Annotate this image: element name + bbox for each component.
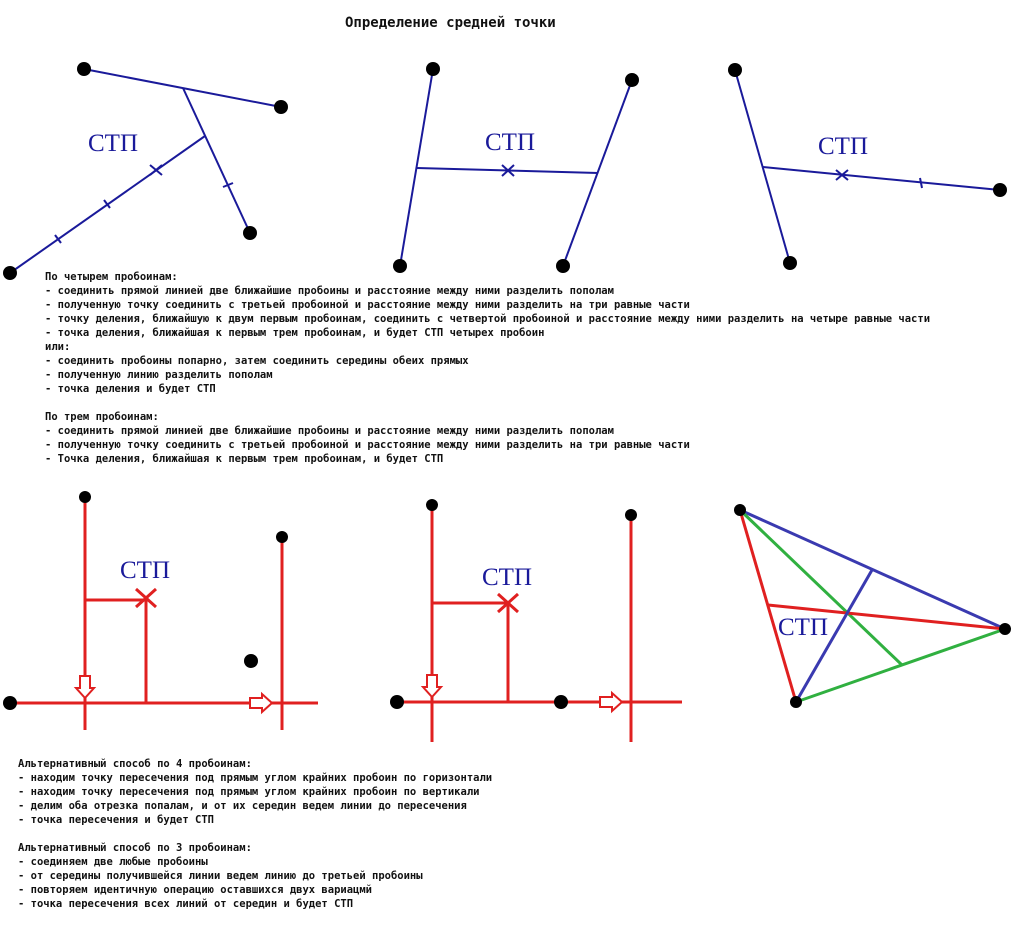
text-line: - находим точку пересечения под прямым у… xyxy=(18,772,492,784)
hole-dot xyxy=(790,696,802,708)
stp-label: СТП xyxy=(482,564,532,591)
construction-line xyxy=(835,169,849,181)
stp-mark-icon xyxy=(496,592,520,614)
text-line: - от середины получившейся линии ведем л… xyxy=(18,870,423,882)
construction-line xyxy=(399,68,434,267)
diagram-alt-three-holes-triangle: СТП xyxy=(734,504,1011,708)
text-line: - Точка деления, ближайшая к первым трем… xyxy=(45,453,443,465)
text-line: - делим оба отрезка попалам, и от их сер… xyxy=(18,800,467,812)
text-line: - точку деления, ближайшую к двум первым… xyxy=(45,313,930,325)
hole-dot xyxy=(243,226,257,240)
stp-label: СТП xyxy=(88,130,138,157)
arrow-right-icon xyxy=(599,690,624,714)
construction-line xyxy=(134,587,158,609)
text-line: - повторяем идентичную операцию оставших… xyxy=(18,884,372,896)
hole-dot xyxy=(999,623,1011,635)
text-line: или: xyxy=(45,341,70,353)
text-line: - полученную точку соединить с третьей п… xyxy=(45,299,690,311)
hole-dot xyxy=(426,499,438,511)
hole-dot xyxy=(3,266,17,280)
hole-dot xyxy=(3,696,17,710)
text-line: По трем пробоинам: xyxy=(45,411,159,423)
text-line: - соединить прямой линией две ближайшие … xyxy=(45,425,614,437)
construction-line xyxy=(739,508,1006,631)
construction-line xyxy=(919,177,923,189)
instructions-four-three: По четырем пробоинам: - соединить прямой… xyxy=(45,271,930,465)
stp-label: СТП xyxy=(120,557,170,584)
construction-line xyxy=(734,69,791,264)
construction-line xyxy=(103,199,111,209)
text-line: По четырем пробоинам: xyxy=(45,271,178,283)
diagram-three-holes: СТП xyxy=(728,63,1007,270)
diagram-alt-four-holes-a: СТП xyxy=(3,491,318,730)
stp-label: СТП xyxy=(818,133,868,160)
construction-line xyxy=(54,234,62,244)
construction-line xyxy=(182,87,251,234)
hole-dot xyxy=(734,504,746,516)
stp-label: СТП xyxy=(485,129,535,156)
hole-dot xyxy=(993,183,1007,197)
text-line: - точка деления и будет СТП xyxy=(45,383,216,395)
hole-dot xyxy=(426,62,440,76)
hole-dot xyxy=(554,695,568,709)
construction-line xyxy=(738,508,904,667)
diagram-four-holes-sequential: СТП xyxy=(3,62,288,280)
construction-line xyxy=(762,166,1001,191)
construction-line xyxy=(149,164,163,176)
stp-label: СТП xyxy=(778,614,828,641)
text-line: - соединить пробоины попарно, затем соед… xyxy=(45,355,469,367)
stp-mark-icon xyxy=(149,164,163,176)
construction-line xyxy=(496,592,520,614)
stp-mark-icon xyxy=(835,169,849,181)
hole-dot xyxy=(276,531,288,543)
hole-dot xyxy=(77,62,91,76)
stp-mark-icon xyxy=(501,164,515,177)
hole-dot xyxy=(244,654,258,668)
text-line: - полученную линию разделить пополам xyxy=(45,369,273,381)
hole-dot xyxy=(783,256,797,270)
hole-dot xyxy=(625,73,639,87)
text-line: - полученную точку соединить с третьей п… xyxy=(45,439,690,451)
construction-line xyxy=(222,182,234,188)
hole-dot xyxy=(556,259,570,273)
diagram-four-holes-pairwise: СТП xyxy=(393,62,639,273)
text-line: Альтернативный способ по 4 пробоинам: xyxy=(18,758,252,770)
page-title: Определение средней точки xyxy=(345,15,556,31)
construction-line xyxy=(501,164,515,177)
diagram-alt-four-holes-b: СТП xyxy=(390,499,682,742)
hole-dot xyxy=(79,491,91,503)
text-line: - точка пересечения и будет СТП xyxy=(18,814,214,826)
text-line: - находим точку пересечения под прямым у… xyxy=(18,786,479,798)
text-line: Альтернативный способ по 3 пробоинам: xyxy=(18,842,252,854)
construction-line xyxy=(794,569,874,703)
arrow-down-icon xyxy=(73,675,97,700)
arrow-down-icon xyxy=(420,674,444,699)
hole-dot xyxy=(728,63,742,77)
stp-mark-icon xyxy=(134,587,158,609)
hole-dot xyxy=(390,695,404,709)
text-line: - соединяем две любые пробоины xyxy=(18,856,208,868)
hole-dot xyxy=(274,100,288,114)
hole-dot xyxy=(393,259,407,273)
construction-line xyxy=(767,603,1006,631)
instructions-alternative: Альтернативный способ по 4 пробоинам: - … xyxy=(18,758,492,910)
arrow-right-icon xyxy=(249,691,274,715)
text-line: - точка деления, ближайшая к первым трем… xyxy=(45,327,544,339)
construction-line xyxy=(83,68,282,108)
text-line: - соединить прямой линией две ближайшие … xyxy=(45,285,614,297)
hole-dot xyxy=(625,509,637,521)
text-line: - точка пересечения всех линий от середи… xyxy=(18,898,353,910)
